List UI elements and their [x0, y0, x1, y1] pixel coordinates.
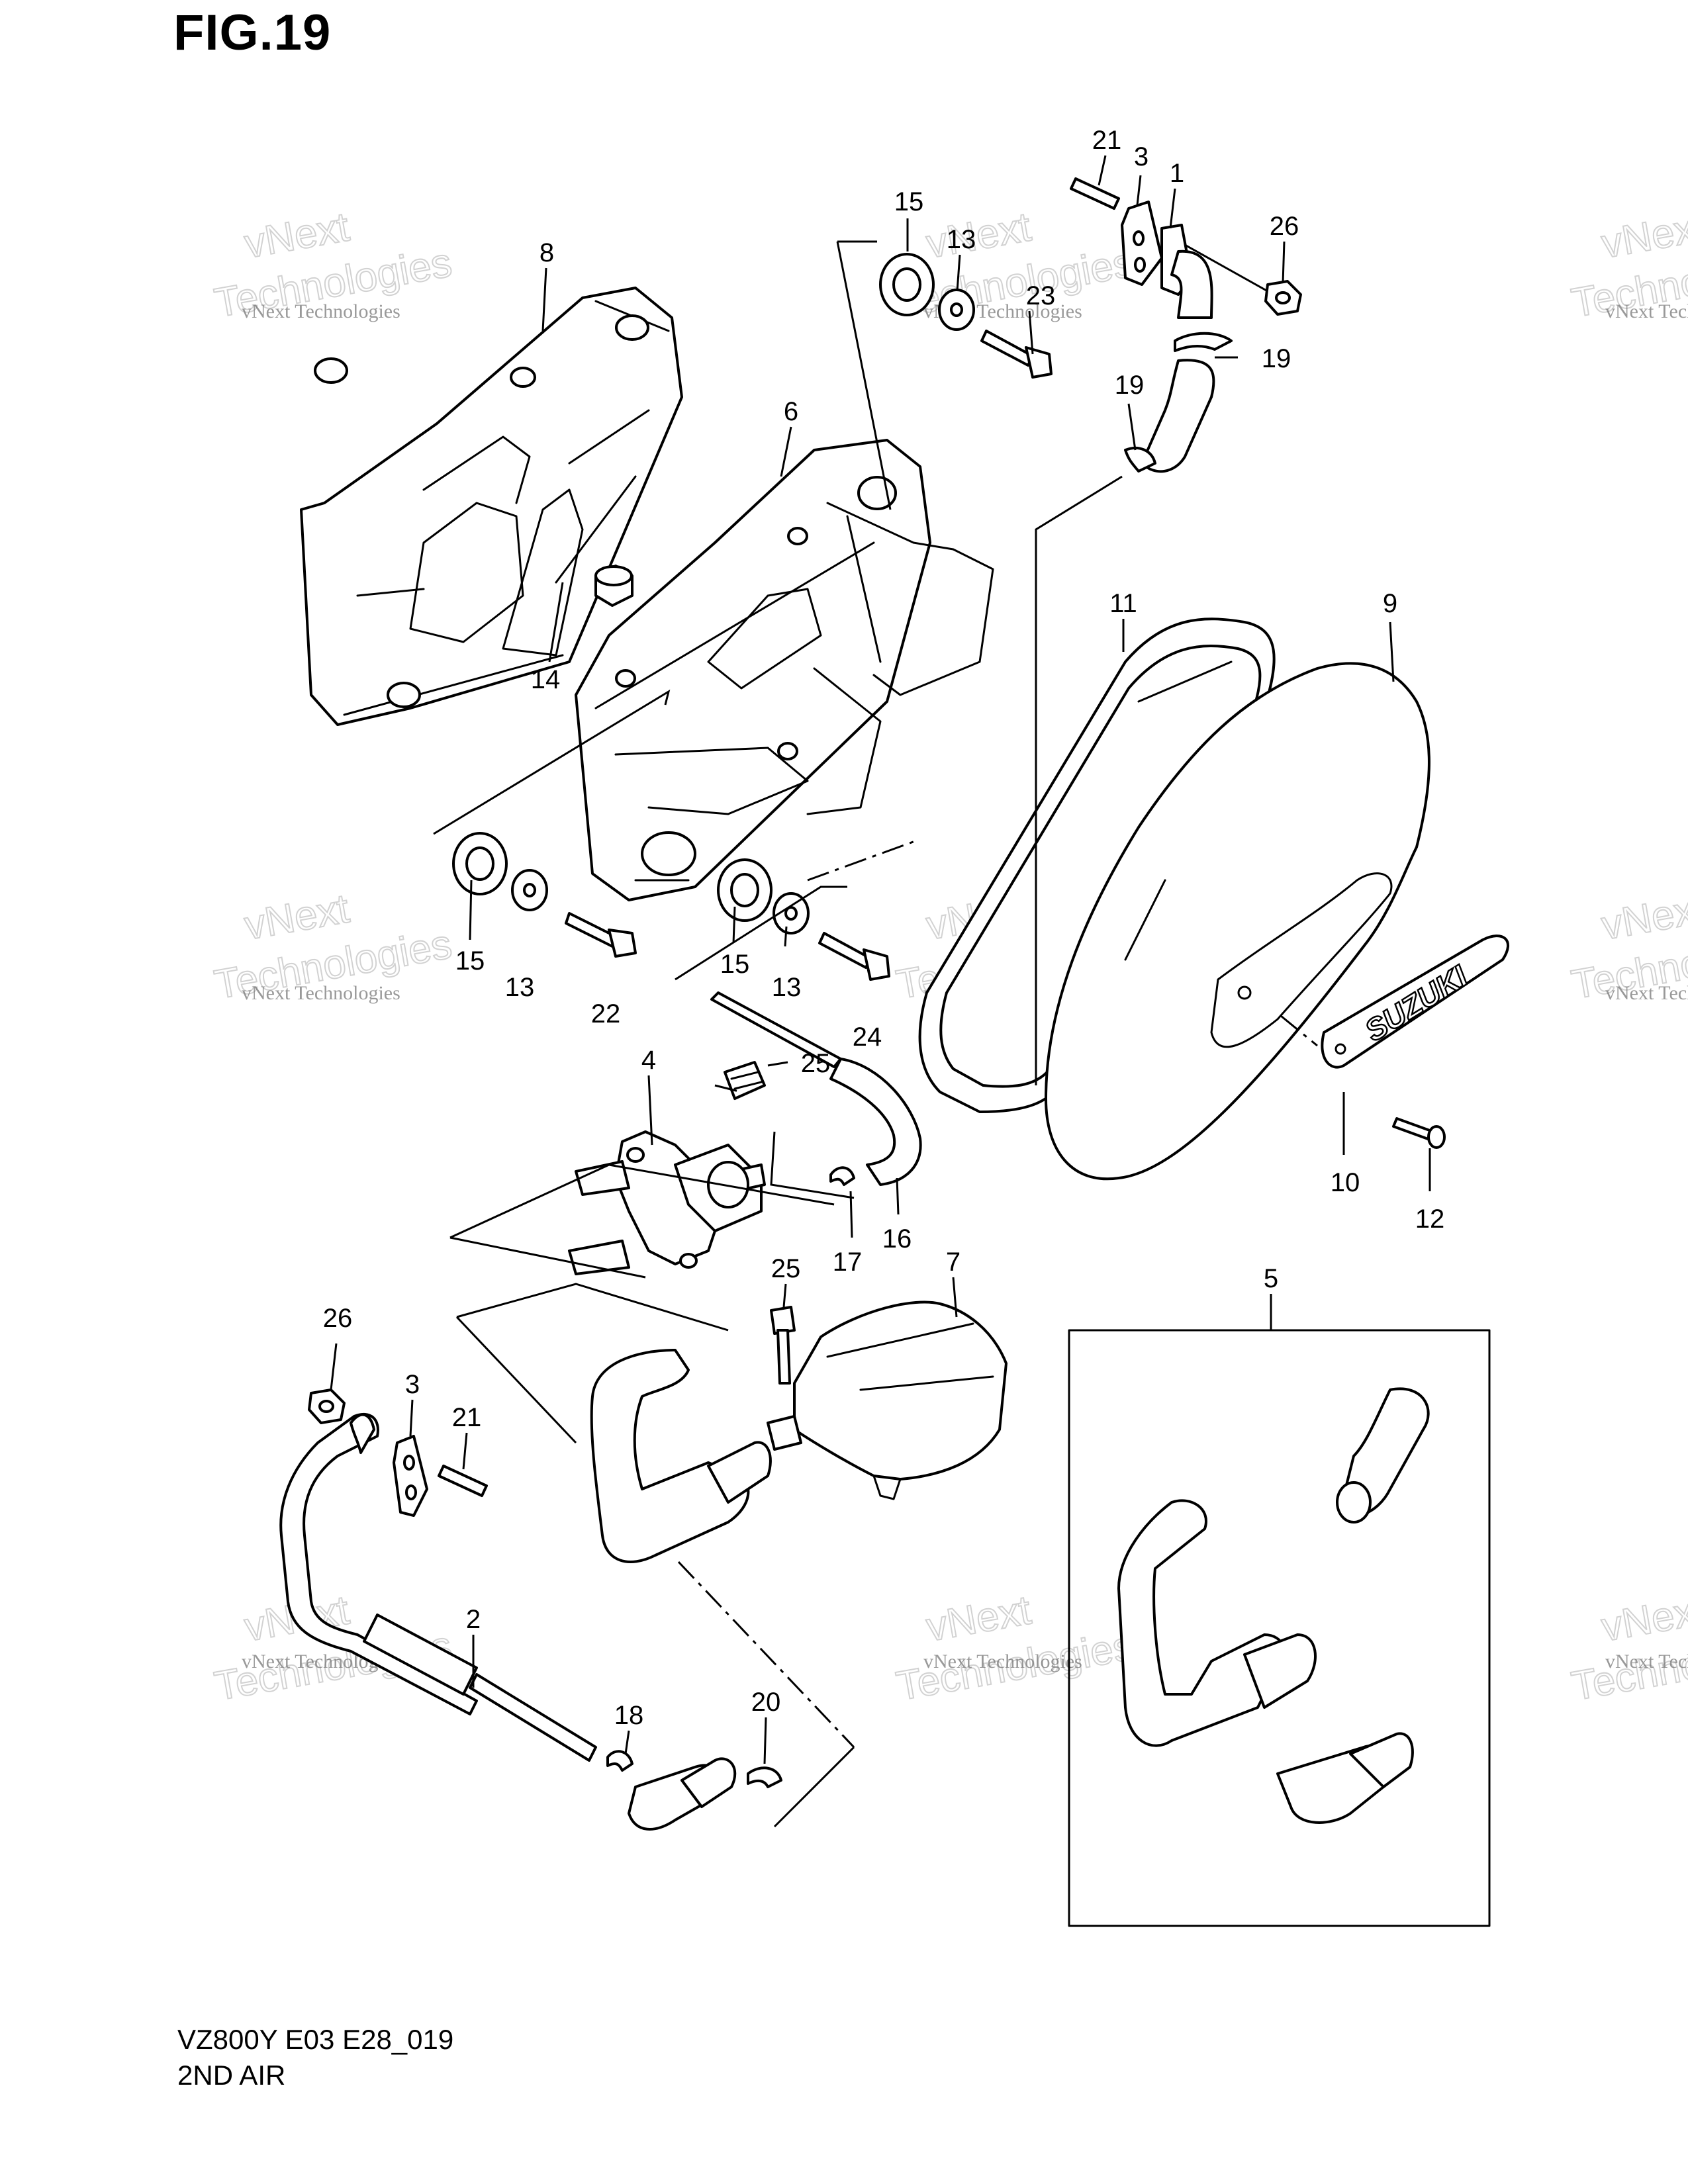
callout-19: 19	[1262, 344, 1291, 373]
callout-13: 13	[505, 973, 535, 1002]
callout-5: 5	[1264, 1264, 1278, 1293]
watermark-text: vNext Technologies	[242, 982, 400, 1004]
part-11-seal	[918, 617, 1276, 1113]
svg-text:vNext: vNext	[923, 1587, 1034, 1650]
hose-assembly-center	[590, 1349, 772, 1563]
part-21-stud-upper	[1070, 177, 1120, 210]
svg-text:vNext: vNext	[923, 204, 1034, 267]
callout-3: 3	[1134, 142, 1149, 171]
part-14-rubber	[594, 565, 633, 607]
callout-2: 2	[466, 1605, 481, 1634]
part-13-washer-upper	[938, 289, 975, 331]
part-3-gasket-lower	[393, 1435, 428, 1517]
part-22-bolt	[565, 912, 637, 958]
callouts: 21 3 1 15 13 23 26 8 19 19 6 11 9 14 15 …	[323, 126, 1445, 1730]
callout-4: 4	[641, 1046, 656, 1075]
part-15-grommet-upper	[879, 253, 935, 316]
callout-26: 26	[323, 1304, 353, 1333]
part-2-pipe	[279, 1412, 597, 1762]
part-17-clamp	[829, 1166, 855, 1186]
watermark-text: vNext Technologies	[1605, 300, 1688, 322]
callout-3: 3	[405, 1370, 420, 1399]
callout-21: 21	[1092, 126, 1122, 155]
part-5-kit-box	[1068, 1329, 1491, 1927]
callout-14: 14	[531, 665, 561, 694]
callout-25: 25	[801, 1049, 831, 1078]
callout-15: 15	[720, 950, 750, 979]
callout-13: 13	[947, 225, 976, 254]
part-18-clamp	[606, 1750, 633, 1772]
svg-text:vNext: vNext	[1598, 886, 1688, 948]
part-7-reservoir	[767, 1300, 1008, 1500]
part-19-hose	[1124, 359, 1215, 473]
watermark-text: vNext Technologies	[242, 300, 400, 322]
part-3-gasket-upper	[1121, 201, 1163, 286]
watermark-text: vNext Technologies	[1605, 982, 1688, 1004]
part-19-clamp-upper	[1174, 332, 1233, 352]
svg-text:vNext: vNext	[241, 204, 352, 267]
callout-13: 13	[772, 973, 802, 1002]
callout-6: 6	[784, 397, 798, 426]
callout-16: 16	[882, 1224, 912, 1253]
watermark-text: vNext Technologies	[923, 1651, 1082, 1672]
watermark: vNext Technologies	[1568, 1586, 1688, 1710]
callout-26: 26	[1270, 212, 1299, 241]
callout-8: 8	[539, 238, 554, 267]
callout-22: 22	[591, 999, 621, 1028]
part-21-stud-lower	[438, 1465, 488, 1497]
part-13-washer-center	[773, 892, 810, 934]
callout-25: 25	[771, 1254, 801, 1283]
callout-10: 10	[1331, 1168, 1360, 1197]
callout-21: 21	[452, 1403, 482, 1432]
callout-15: 15	[455, 946, 485, 976]
watermark: vNext Technologies	[892, 1586, 1137, 1710]
t-fitting-left	[628, 1757, 737, 1831]
part-16-hose	[710, 991, 922, 1186]
part-26-nut-lower	[308, 1388, 346, 1424]
part-23-bolt	[980, 330, 1053, 379]
part-24-bolt	[818, 932, 890, 981]
callout-24: 24	[853, 1023, 882, 1052]
callout-18: 18	[614, 1701, 644, 1730]
callout-7: 7	[946, 1248, 961, 1277]
callout-12: 12	[1415, 1205, 1445, 1234]
callout-15: 15	[894, 187, 924, 216]
callout-19: 19	[1115, 371, 1145, 400]
model-code: VZ800Y E03 E28_019	[177, 2024, 454, 2055]
callout-23: 23	[1026, 281, 1056, 310]
part-13-washer-left	[511, 869, 548, 911]
callout-11: 11	[1109, 589, 1137, 618]
svg-text:vNext: vNext	[1598, 204, 1688, 267]
part-15-grommet-center	[717, 858, 773, 922]
part-6-bracket-plate	[575, 439, 994, 901]
callout-1: 1	[1170, 159, 1184, 188]
callout-17: 17	[833, 1248, 863, 1277]
part-26-nut-upper	[1264, 280, 1302, 316]
figure-title: FIG.19	[173, 5, 332, 61]
part-12-screw	[1392, 1117, 1446, 1149]
section-name: 2ND AIR	[177, 2060, 286, 2091]
callout-20: 20	[751, 1688, 781, 1717]
watermark-text: vNext Technologies	[1605, 1651, 1688, 1672]
part-9-cover	[1045, 662, 1430, 1181]
part-1-pipe-flange	[1160, 224, 1213, 319]
part-15-grommet-left	[452, 832, 508, 895]
guide-lines	[330, 155, 1431, 1828]
svg-text:vNext: vNext	[241, 886, 352, 948]
part-20-clamp	[747, 1766, 782, 1788]
svg-text:vNext: vNext	[1598, 1587, 1688, 1650]
callout-9: 9	[1383, 589, 1397, 618]
part-25-screw-upper	[724, 1061, 766, 1100]
part-25-screw-lower	[770, 1306, 796, 1385]
part-8-cover-plate	[300, 287, 683, 726]
part-4-reed-valve	[568, 1130, 766, 1275]
